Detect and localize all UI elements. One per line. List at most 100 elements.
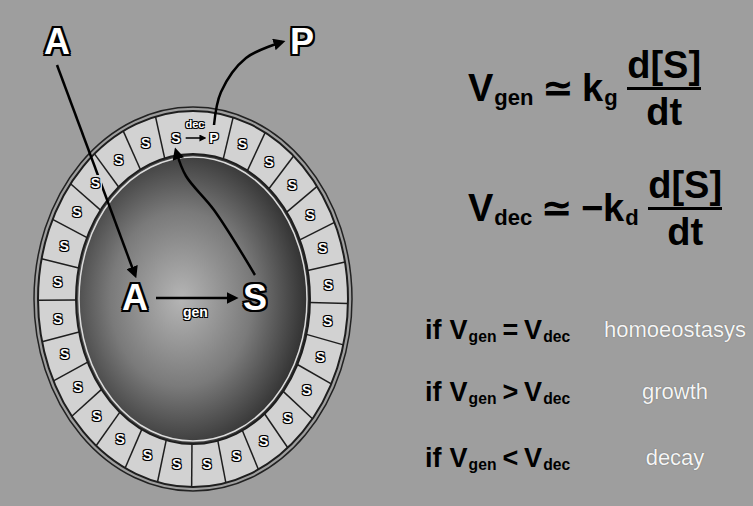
membrane-segment: S: [263, 154, 276, 170]
membrane-segment: S: [51, 274, 64, 290]
math-symbol: V: [468, 189, 493, 227]
node-text: A: [122, 280, 148, 316]
math-subscript: dec: [543, 391, 570, 407]
node-text: S: [114, 153, 123, 167]
edge-label: gen: [181, 304, 210, 320]
membrane-separator: [125, 429, 142, 468]
flow-arrow: [214, 42, 282, 125]
node-text: S: [53, 312, 62, 326]
membrane-segment: S: [314, 349, 327, 365]
math-subscript: gen: [469, 457, 497, 473]
membrane-segment: S: [322, 277, 335, 293]
membrane-segment: S: [141, 447, 154, 463]
condition-word: if: [425, 379, 442, 406]
math-subscript: dec: [543, 457, 570, 473]
math-symbol: −k: [581, 189, 624, 227]
fraction: d[S]dt: [648, 166, 722, 251]
math-symbol: V: [468, 69, 493, 107]
membrane-segment: S: [112, 152, 125, 168]
math-subscript: dec: [543, 329, 570, 345]
nutrient-letter: A: [41, 24, 73, 60]
membrane-separator: [306, 334, 343, 344]
membrane-segment: S: [71, 379, 84, 395]
condition-word: if: [425, 445, 442, 472]
node-text: S: [60, 347, 69, 361]
node-text: S: [259, 434, 268, 448]
membrane-product: P: [207, 130, 220, 146]
equation-row: ifVgen>Vdec: [425, 379, 570, 406]
node-text: S: [72, 205, 81, 219]
membrane-separator: [53, 219, 87, 237]
membrane-segment: S: [236, 136, 249, 152]
membrane-segment: S: [300, 382, 313, 398]
edge-label: dec: [184, 118, 207, 131]
membrane-separator: [191, 444, 193, 487]
node-text: S: [53, 275, 62, 289]
fraction-numerator: d[S]: [648, 166, 722, 204]
node-text: S: [323, 314, 332, 328]
math-subscript: d: [625, 207, 638, 229]
math-symbol: V: [450, 445, 468, 472]
node-text: S: [306, 208, 315, 222]
substance-letter: S: [240, 280, 270, 316]
membrane-separator: [42, 332, 79, 342]
equation-row: ifVgen<Vdec: [425, 445, 570, 472]
node-text: S: [91, 176, 100, 190]
state-word: homoeostasys: [604, 318, 746, 342]
math-subscript: gen: [469, 329, 497, 345]
math-symbol: V: [524, 379, 542, 406]
node-text: S: [316, 350, 325, 364]
math-symbol: V: [524, 445, 542, 472]
flow-arrow: [156, 297, 235, 300]
math-operator: >: [502, 379, 518, 406]
node-text: S: [143, 448, 152, 462]
node-text: S: [265, 155, 274, 169]
membrane-segment: S: [200, 456, 213, 472]
cell-outline: [34, 107, 352, 491]
membrane-separator: [223, 117, 233, 159]
membrane-segment: S: [230, 448, 243, 464]
math-subscript: gen: [494, 87, 533, 109]
node-text: S: [92, 409, 101, 423]
node-text: P: [209, 131, 218, 145]
node-text: A: [44, 24, 70, 60]
state-word: growth: [642, 380, 708, 404]
membrane-segment: S: [321, 313, 334, 329]
math-operator: <: [502, 445, 518, 472]
membrane-separator: [300, 222, 335, 240]
equation-row: Vgen≃kgd[S]dt: [468, 46, 701, 131]
flow-arrow: [176, 151, 255, 275]
node-text: P: [290, 24, 314, 60]
condition-word: if: [425, 317, 442, 344]
equation-row: Vdec ≃−kd d[S]dt: [468, 166, 722, 251]
membrane-separator: [38, 299, 76, 301]
node-text: S: [60, 239, 69, 253]
fraction-denominator: dt: [646, 93, 682, 131]
membrane-segment: S: [139, 135, 152, 151]
math-symbol: V: [524, 317, 542, 344]
fraction-numerator: d[S]: [627, 46, 701, 84]
node-text: S: [141, 136, 150, 150]
membrane-separator: [242, 430, 258, 469]
flow-arrow: [57, 65, 135, 275]
membrane-separator: [123, 131, 140, 169]
membrane-segment: S: [90, 408, 103, 424]
membrane-segment: S: [58, 238, 71, 254]
node-text: S: [232, 449, 241, 463]
node-text: S: [172, 457, 181, 471]
membrane-segment: S: [257, 433, 270, 449]
node-text: S: [283, 411, 292, 425]
membrane-separator: [310, 303, 348, 304]
membrane-separator: [156, 117, 165, 159]
membrane-segment: S: [58, 346, 71, 362]
math-operator: ≃: [541, 189, 573, 227]
membrane-separator: [42, 259, 79, 268]
membrane-segment: S: [316, 240, 329, 256]
equation-row: ifVgen=Vdec: [425, 317, 570, 344]
cytoplasm-rim: [79, 157, 307, 441]
math-subscript: dec: [494, 207, 532, 229]
node-text: S: [318, 241, 327, 255]
node-text: S: [73, 380, 82, 394]
node-text: S: [238, 137, 247, 151]
membrane-segment: S: [286, 177, 299, 193]
